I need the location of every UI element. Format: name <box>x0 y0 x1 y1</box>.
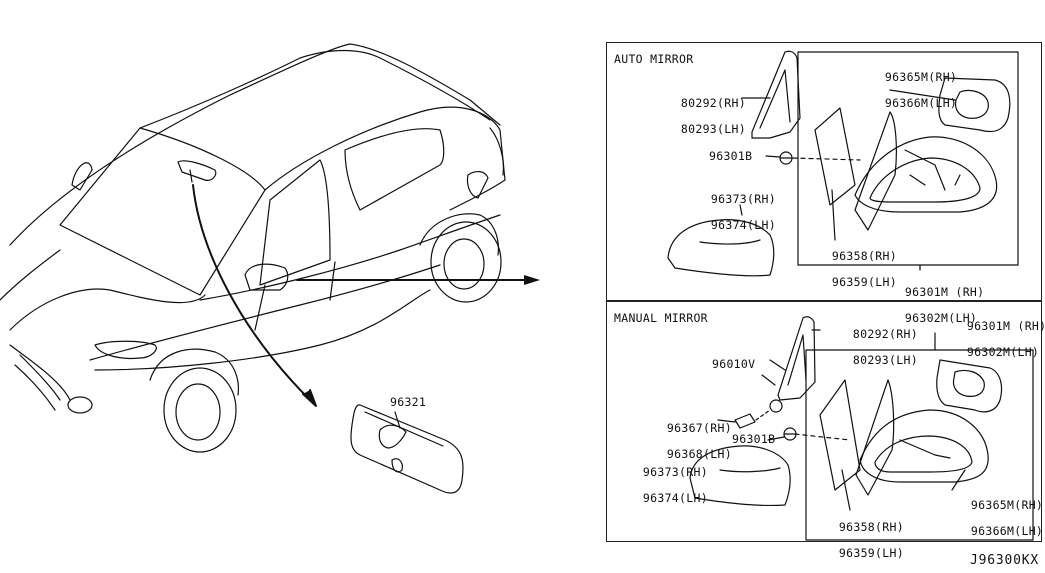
auto-glass-label: 96365M(RH) 96366M(LH) <box>856 58 957 123</box>
manual-glass-label: 96365M(RH) 96366M(LH) <box>942 486 1043 551</box>
auto-base-label: 80292(RH) 80293(LH) <box>652 84 746 149</box>
inside-mirror-illustration <box>351 405 463 493</box>
auto-base-rh: 80292(RH) <box>680 96 746 110</box>
manual-mirror-panel <box>606 300 1042 542</box>
manual-finisher-lh: 96359(LH) <box>838 546 904 560</box>
auto-screw-label: 96301B <box>709 149 753 163</box>
manual-seal-lh: 96368(LH) <box>666 447 732 461</box>
auto-cover-lh: 96374(LH) <box>710 218 776 232</box>
manual-assy-label: 96301M (RH) 96302M(LH) <box>938 307 1045 372</box>
manual-lever-label: 96010V <box>712 357 756 371</box>
leader-arrows <box>193 185 540 406</box>
auto-assy-lh: 96302M(LH) <box>904 311 978 325</box>
manual-glass-rh: 96365M(RH) <box>970 498 1044 512</box>
auto-cover-rh: 96373(RH) <box>710 192 776 206</box>
vehicle-illustration <box>0 44 505 452</box>
manual-cover-lh: 96374(LH) <box>642 491 708 505</box>
auto-mirror-panel <box>606 42 1042 302</box>
manual-seal-rh: 96367(RH) <box>666 421 732 435</box>
manual-base-rh: 80292(RH) <box>852 327 918 341</box>
manual-mirror-title: MANUAL MIRROR <box>614 311 708 325</box>
inside-mirror-label: 96321 <box>390 395 427 409</box>
auto-cover-label: 96373(RH) 96374(LH) <box>682 180 776 245</box>
manual-assy-lh: 96302M(LH) <box>966 345 1040 359</box>
auto-assy-rh: 96301M (RH) <box>904 285 985 299</box>
manual-cover-rh: 96373(RH) <box>642 465 708 479</box>
manual-screw-label: 96301B <box>732 432 776 446</box>
auto-base-lh: 80293(LH) <box>680 122 746 136</box>
diagram-code: J96300KX <box>969 553 1039 568</box>
auto-glass-rh: 96365M(RH) <box>884 70 958 84</box>
auto-mirror-parts <box>668 51 1018 276</box>
manual-finisher-label: 96358(RH) 96359(LH) <box>810 508 904 573</box>
manual-finisher-rh: 96358(RH) <box>838 520 904 534</box>
auto-assy-label: 96301M (RH) 96302M(LH) <box>876 273 984 338</box>
manual-mirror-parts <box>690 317 1033 540</box>
auto-finisher-lh: 96359(LH) <box>831 275 897 289</box>
manual-seal-label: 96367(RH) 96368(LH) <box>638 409 732 474</box>
manual-cover-label: 96373(RH) 96374(LH) <box>614 453 708 518</box>
manual-glass-lh: 96366M(LH) <box>970 524 1044 538</box>
manual-assy-rh: 96301M (RH) <box>966 319 1045 333</box>
auto-finisher-label: 96358(RH) 96359(LH) <box>803 237 897 302</box>
auto-glass-lh: 96366M(LH) <box>884 96 958 110</box>
auto-finisher-rh: 96358(RH) <box>831 249 897 263</box>
manual-base-label: 80292(RH) 80293(LH) <box>824 315 918 380</box>
manual-base-lh: 80293(LH) <box>852 353 918 367</box>
auto-mirror-title: AUTO MIRROR <box>614 52 694 66</box>
